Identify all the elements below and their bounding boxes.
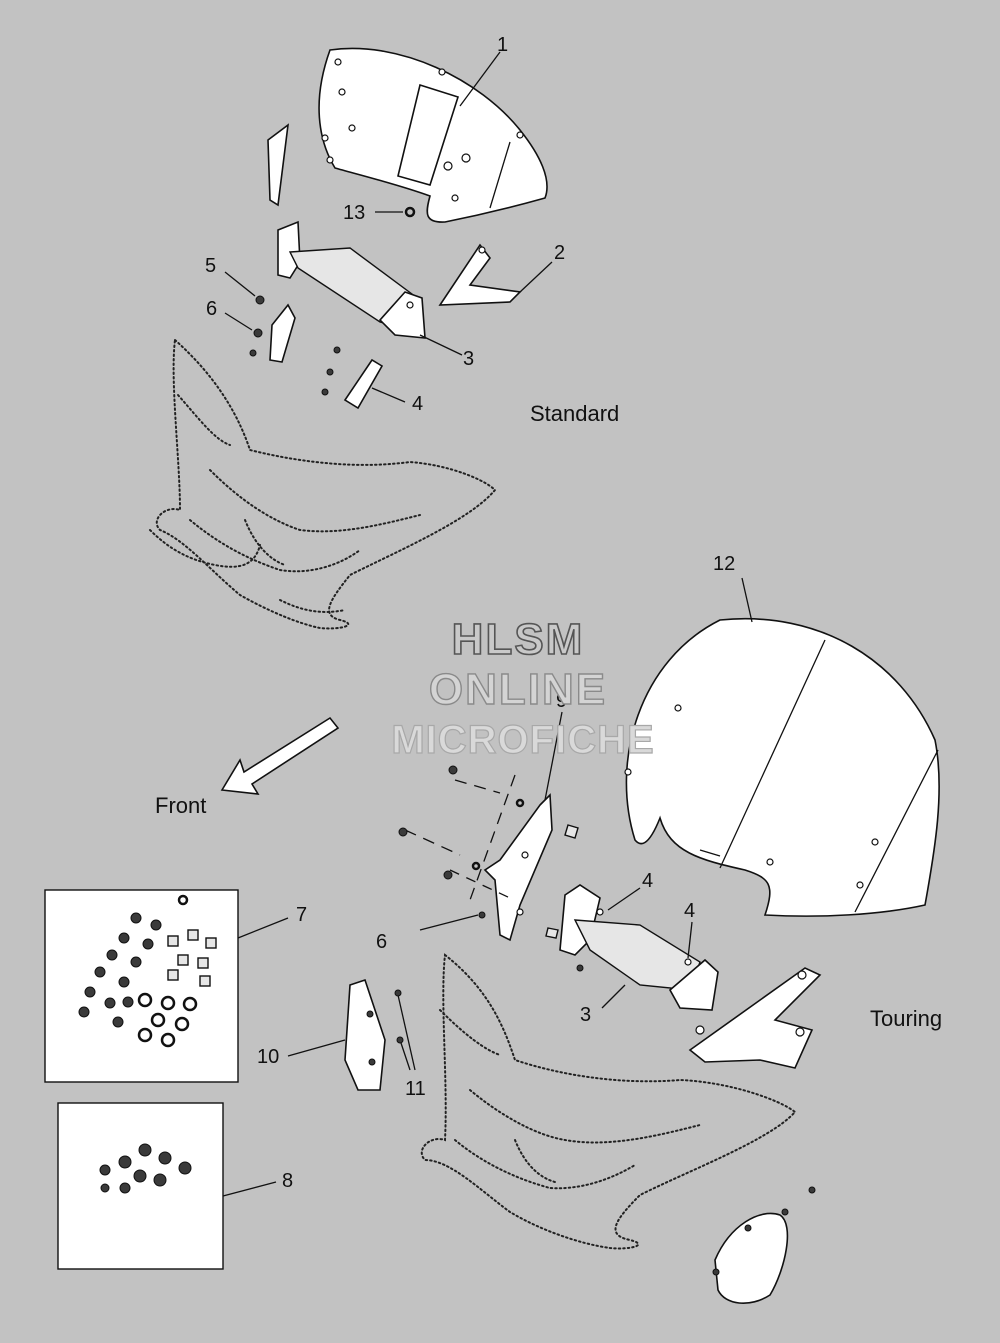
callout-5: 5: [205, 255, 216, 277]
callout-11: 11: [405, 1078, 426, 1100]
standard-fairing: [149, 337, 497, 630]
callout-6-standard: 6: [206, 298, 217, 320]
hardware-kit-8: [57, 1102, 277, 1270]
touring-fairing: [420, 953, 797, 1250]
screws-11: [394, 989, 416, 1071]
callout-3-standard: 3: [463, 348, 474, 370]
callout-3-touring: 3: [580, 1004, 591, 1026]
callout-10: 10: [257, 1046, 279, 1068]
callout-2: 2: [554, 242, 565, 264]
label-front: Front: [155, 793, 206, 818]
touring-windshield: [624, 618, 940, 917]
callout-4-touring-b: 4: [684, 900, 695, 922]
bracket-trim-2: [438, 243, 522, 306]
callout-9: 9: [556, 690, 567, 712]
callout-6-touring: 6: [376, 931, 387, 953]
grommet-13: [404, 206, 416, 218]
callout-12: 12: [713, 553, 735, 575]
rear-side-panel: [712, 1186, 816, 1305]
standard-windshield: [318, 47, 548, 223]
hardware-kit-7: [44, 889, 289, 1083]
washer-6: [253, 328, 263, 338]
side-panel-10: [287, 978, 386, 1091]
callout-4-touring-a: 4: [642, 870, 653, 892]
label-standard: Standard: [530, 401, 619, 426]
callout-13: 13: [343, 202, 365, 224]
watermark-line-2: ONLINE: [429, 665, 607, 714]
touring-mount-bracket-3: [559, 884, 719, 1011]
touring-trim: [688, 967, 822, 1069]
callout-4-standard: 4: [412, 393, 423, 415]
nut-5: [255, 295, 265, 305]
clip-plate-4: [343, 358, 384, 410]
watermark-line-1: HLSM: [452, 615, 585, 664]
callout-1: 1: [497, 34, 508, 56]
watermark-line-3: MICROFICHE: [391, 718, 654, 762]
label-touring: Touring: [870, 1006, 942, 1031]
callout-8: 8: [282, 1170, 293, 1192]
callout-7: 7: [296, 904, 307, 926]
touring-tall-bracket-9: [483, 711, 563, 942]
bracket-plate-left: [269, 303, 296, 363]
standard-mount-bracket-3: [277, 220, 463, 356]
windshield-strip: [267, 123, 290, 207]
front-arrow: [220, 716, 340, 795]
